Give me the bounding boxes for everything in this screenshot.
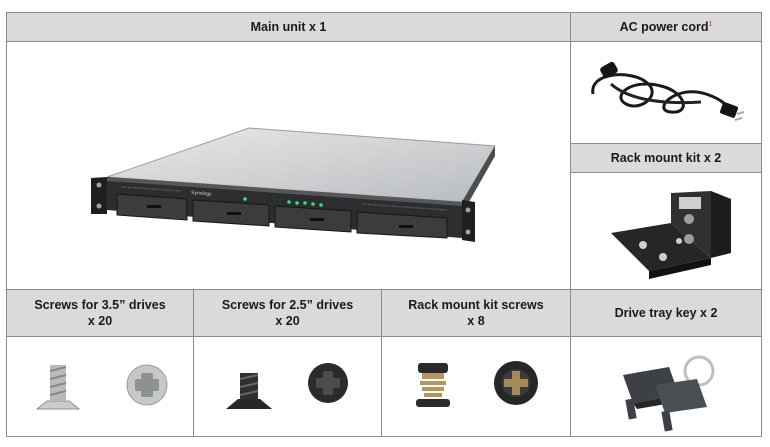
rack-screws-label-line1: Rack mount kit screws xyxy=(408,298,544,312)
footnote-marker: 1 xyxy=(708,21,713,28)
screw-35-side-icon xyxy=(35,364,168,410)
rack-mount-kit-label: Rack mount kit x 2 xyxy=(610,151,722,165)
screws-25-image-cell xyxy=(193,336,382,437)
screws-35-header: Screws for 3.5” drives x 20 xyxy=(6,289,194,337)
screws-35-label-line2: x 20 xyxy=(87,314,113,328)
rack-bracket-image xyxy=(611,191,731,279)
rack-mount-kit-image-cell xyxy=(570,172,762,290)
brand-label: Synology xyxy=(191,190,212,197)
screws-35-image-cell xyxy=(6,336,194,437)
screws-25-header: Screws for 2.5” drives x 20 xyxy=(193,289,382,337)
rack-screws-header: Rack mount kit screws x 8 xyxy=(381,289,571,337)
nas-unit-image: Synology xyxy=(91,127,496,242)
main-unit-image-cell: Synology xyxy=(6,41,571,290)
screws-25-label-line2: x 20 xyxy=(275,314,300,328)
ac-power-cord-label: AC power cord xyxy=(619,20,709,34)
rack-screws-label-line2: x 8 xyxy=(467,314,485,328)
screws-35-label-line1: Screws for 3.5” drives xyxy=(34,298,166,312)
screw-25-side-icon xyxy=(226,363,348,409)
drive-tray-key-label: Drive tray key x 2 xyxy=(614,306,718,320)
screws-25-label-line1: Screws for 2.5” drives xyxy=(221,298,354,312)
rack-screws-image-cell xyxy=(381,336,571,437)
ac-power-cord-image-cell xyxy=(570,41,762,144)
screw-35-head-icon xyxy=(126,364,168,406)
drive-tray-key-image-cell xyxy=(570,336,762,437)
rack-screw-side-icon xyxy=(416,361,538,407)
main-unit-label: Main unit x 1 xyxy=(250,20,327,34)
main-unit-header: Main unit x 1 xyxy=(6,12,571,42)
rack-screw-head-icon xyxy=(494,361,538,405)
power-cord-image xyxy=(591,61,745,121)
rack-mount-kit-header: Rack mount kit x 2 xyxy=(570,143,762,173)
screw-25-head-icon xyxy=(308,363,348,403)
tray-key-image xyxy=(623,355,715,432)
drive-tray-key-header: Drive tray key x 2 xyxy=(570,289,762,337)
